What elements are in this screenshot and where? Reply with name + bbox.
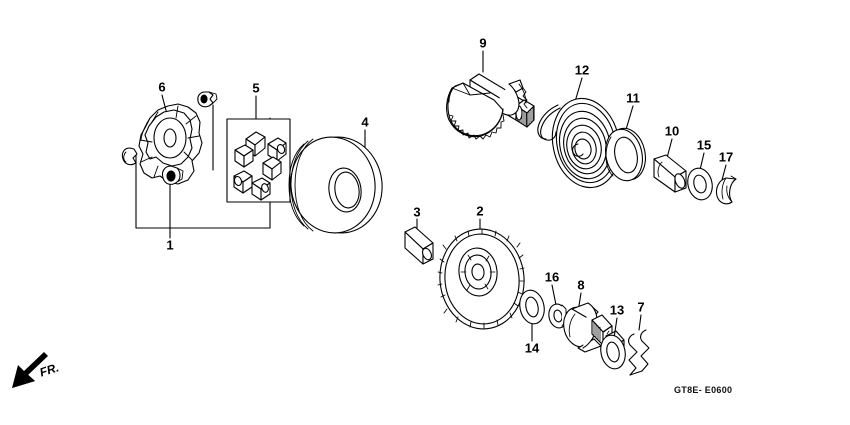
callout-label-9: 9 [479,35,487,51]
part-clip-upper [197,91,218,108]
front-arrow-icon [12,352,48,388]
part-collar-3 [404,226,434,265]
callout-label-4: 4 [361,114,369,130]
diagram-code: GT8E- E0600 [674,385,733,395]
callout-label-12: 12 [574,62,590,78]
part-pinion-washer-13 [600,334,626,370]
callout-label-13: 13 [609,302,625,318]
part-clip-left [121,147,138,166]
leader-16 [551,284,557,306]
part-spindle-collar [653,154,687,193]
callout-label-5: 5 [252,80,260,96]
part-movable-drive-face [138,103,203,185]
leader-10 [666,138,673,159]
leader-17 [721,164,727,181]
callout-label-14: 14 [524,340,540,356]
leader-15 [699,152,705,171]
callout-label-6: 6 [158,79,166,95]
part-clip-lower [161,165,184,185]
leader-7 [638,314,642,331]
callout-label-16: 16 [544,269,560,285]
part-split-circlip [715,175,737,205]
callout-label-8: 8 [577,277,585,293]
part-thrust-washer-14 [519,289,545,325]
part-wire-spring-clip [628,329,650,376]
callout-label-15: 15 [696,137,712,153]
leader-13 [613,317,618,339]
callout-label-11: 11 [626,90,640,106]
callout-label-10: 10 [664,123,680,139]
callout-label-1: 1 [166,237,174,253]
part-drive-pulley-face [288,136,383,234]
part-plain-washer-15 [687,167,713,201]
callout-label-3: 3 [413,204,421,220]
part-pinion-bushing [548,303,568,329]
callout-label-2: 2 [476,203,484,219]
part-kick-starter-spindle [446,73,535,140]
callout-label-17: 17 [718,149,734,165]
part-weight-roller-set [226,118,291,203]
part-spring-seat-washer [605,127,646,182]
callout-label-7: 7 [637,299,645,315]
part-starter-driven-gear [437,228,525,330]
